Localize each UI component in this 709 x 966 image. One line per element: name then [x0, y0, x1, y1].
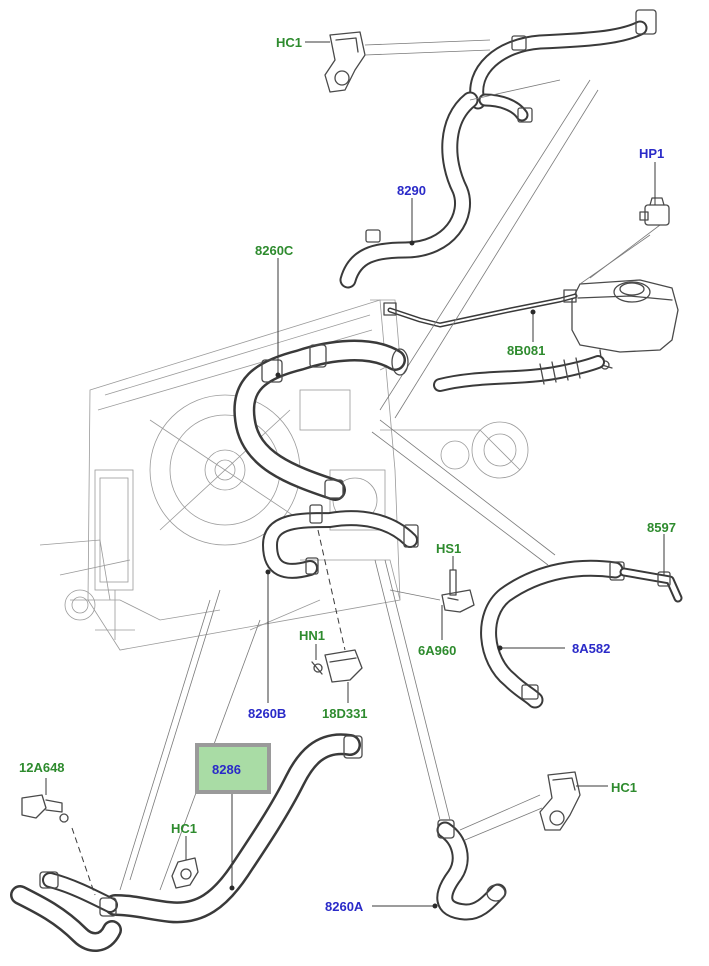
- leader-lines: [45, 41, 665, 909]
- label-8597[interactable]: 8597: [647, 520, 676, 535]
- hose-clip-hc1-right: [459, 771, 581, 841]
- hose-8290: [339, 9, 657, 289]
- label-hn1[interactable]: HN1: [299, 628, 325, 643]
- label-12a648[interactable]: 12A648: [19, 760, 65, 775]
- label-8286[interactable]: 8286: [212, 762, 241, 777]
- label-hc1-bottom[interactable]: HC1: [171, 821, 197, 836]
- hose-8260a: [374, 559, 507, 921]
- hose-clip-hc1-bottom: [171, 857, 199, 889]
- label-8260c[interactable]: 8260C: [255, 243, 294, 258]
- label-8290[interactable]: 8290: [397, 183, 426, 198]
- label-8260b[interactable]: 8260B: [248, 706, 286, 721]
- label-hp1[interactable]: HP1: [639, 146, 664, 161]
- callout-labels: HC1 8290 HP1 8260C 8B081 8597 HS1 8A582 …: [19, 35, 676, 914]
- label-hc1-top[interactable]: HC1: [276, 35, 302, 50]
- highlight-box-8286: [195, 743, 271, 794]
- label-8b081[interactable]: 8B081: [507, 343, 545, 358]
- lower-hose-connector-assembly: [10, 794, 122, 952]
- pressure-sensor-hp1: [639, 197, 670, 226]
- label-hc1-right[interactable]: HC1: [611, 780, 637, 795]
- hose-8260c: [233, 339, 409, 501]
- bracket-6a960: [389, 569, 475, 613]
- hose-8a582: [371, 419, 683, 709]
- label-8a582[interactable]: 8A582: [572, 641, 610, 656]
- bracket-18d331: [311, 649, 363, 683]
- hose-clip-hc1-top: [324, 31, 491, 93]
- hose-8260b: [262, 504, 419, 651]
- label-6a960[interactable]: 6A960: [418, 643, 456, 658]
- expansion-tank-lower-hose: [379, 79, 605, 419]
- hose-8286: [104, 589, 363, 924]
- coolant-expansion-tank: [571, 224, 679, 370]
- label-hs1[interactable]: HS1: [436, 541, 461, 556]
- radiator-fan-assembly: [39, 299, 529, 651]
- pipe-8b081: [383, 289, 578, 328]
- label-18d331[interactable]: 18D331: [322, 706, 368, 721]
- label-8260a[interactable]: 8260A: [325, 899, 364, 914]
